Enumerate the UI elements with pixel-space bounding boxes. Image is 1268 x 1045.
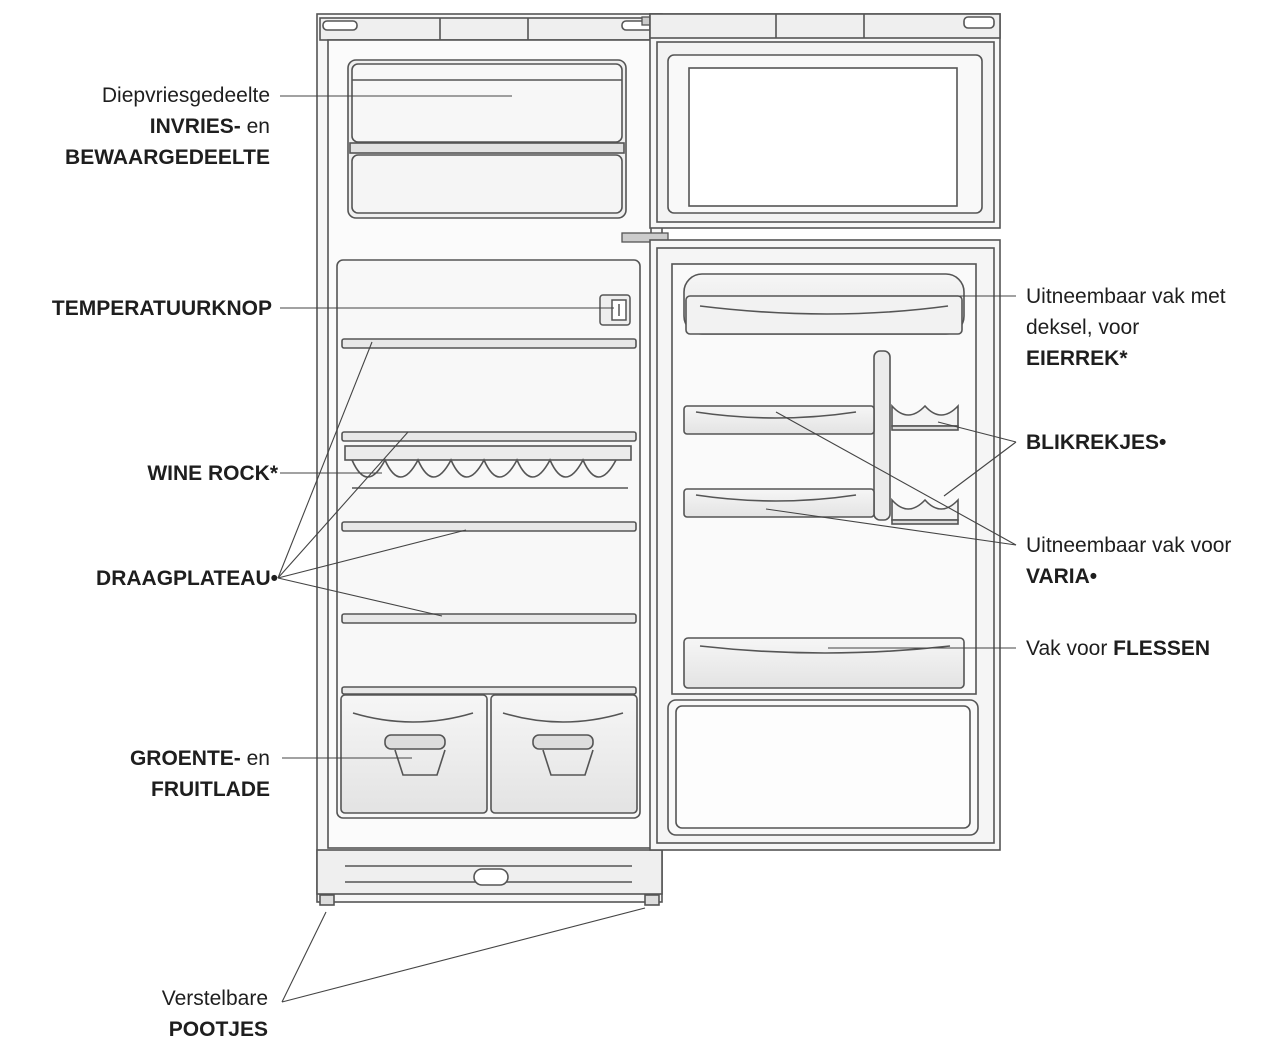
label-feet: Verstelbare POOTJES	[162, 983, 268, 1045]
label-freezer-line1: Diepvriesgedeelte	[101, 84, 270, 107]
label-crisper-line2: FRUITLADE	[151, 778, 270, 801]
label-freezer-line2: INVRIES- en	[149, 115, 270, 138]
door-rail	[873, 350, 891, 521]
label-shelves: DRAAGPLATEAU•	[96, 567, 278, 590]
crisper-drawers	[340, 694, 638, 814]
freezer-compartment	[347, 59, 627, 219]
label-thermostat: TEMPERATUURKNOP	[51, 297, 272, 320]
label-egg-tray-line3: EIERREK*	[1026, 347, 1128, 370]
label-can-rack: BLIKREKJES•	[1026, 431, 1167, 454]
label-crisper-line1: GROENTE- en	[129, 747, 270, 770]
label-feet-line1: Verstelbare	[161, 987, 268, 1010]
thermostat-knob-icon	[599, 294, 631, 326]
glass-shelves	[341, 338, 637, 695]
label-freezer: Diepvriesgedeelte INVRIES- en BEWAARGEDE…	[65, 80, 270, 173]
label-egg-tray-line1: Uitneembaar vak met	[1026, 285, 1226, 308]
egg-tray-with-lid	[683, 273, 965, 335]
label-freezer-line3: BEWAARGEDEELTE	[65, 146, 270, 169]
label-egg-tray: Uitneembaar vak met deksel, voor EIERREK…	[1026, 281, 1226, 374]
label-misc-tray: Uitneembaar vak voor VARIA•	[1026, 530, 1231, 592]
fridge-interior	[336, 259, 641, 819]
label-misc-tray-line2: VARIA•	[1026, 565, 1098, 588]
wine-rack	[344, 445, 632, 489]
can-racks	[891, 403, 959, 525]
label-bottles: Vak voor FLESSEN	[1026, 637, 1211, 660]
label-egg-tray-line2: deksel, voor	[1026, 316, 1140, 339]
label-feet-line2: POOTJES	[168, 1018, 268, 1041]
bottle-shelf	[683, 637, 965, 689]
freezer-door	[649, 13, 1001, 229]
leader-lines	[277, 95, 1017, 1003]
misc-trays	[683, 405, 875, 518]
label-misc-tray-line1: Uitneembaar vak voor	[1026, 534, 1232, 557]
label-crisper: GROENTE- en FRUITLADE	[130, 743, 270, 805]
adjustable-feet	[319, 894, 660, 906]
label-wine-rack: WINE ROCK*	[147, 462, 278, 485]
fridge-door	[649, 239, 1001, 851]
